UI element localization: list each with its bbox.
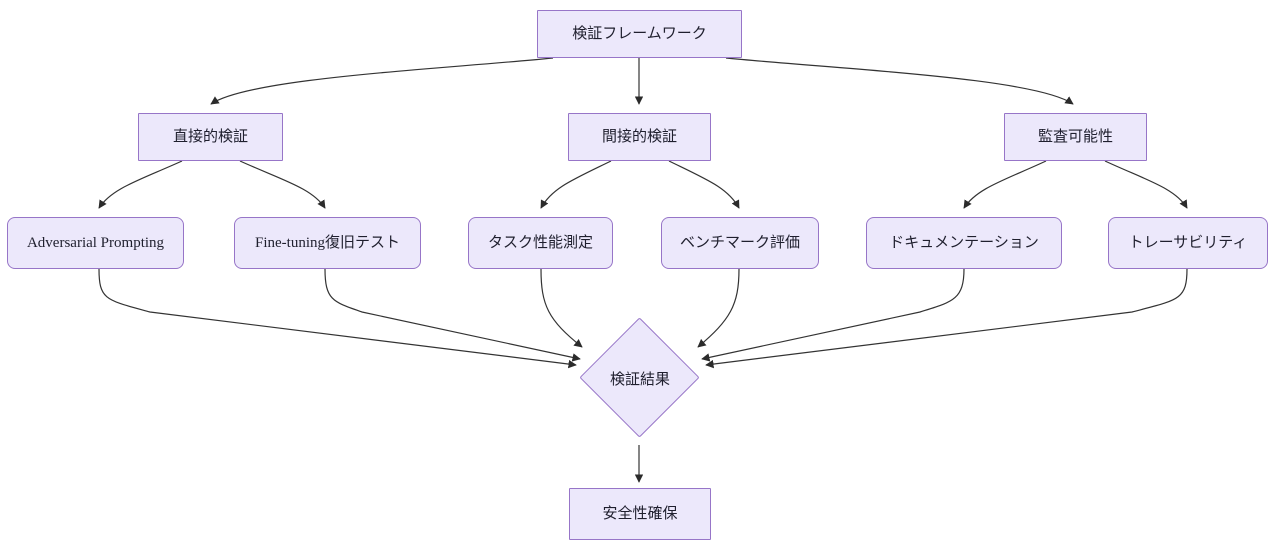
node-finetuning-recovery-test-label: Fine-tuning復旧テスト: [255, 235, 400, 251]
node-traceability[interactable]: トレーサビリティ: [1108, 217, 1268, 269]
node-task-performance-measurement[interactable]: タスク性能測定: [468, 217, 613, 269]
node-documentation[interactable]: ドキュメンテーション: [866, 217, 1062, 269]
node-benchmark-evaluation-label: ベンチマーク評価: [679, 235, 800, 251]
node-auditability[interactable]: 監査可能性: [1004, 113, 1147, 161]
edge-root-audit: [725, 57, 1074, 105]
node-safety-assurance[interactable]: 安全性確保: [569, 488, 711, 540]
node-documentation-label: ドキュメンテーション: [889, 235, 1039, 251]
node-auditability-label: 監査可能性: [1037, 129, 1113, 145]
node-verification-result-label: 検証結果: [575, 365, 705, 391]
edge-audit-doc: [963, 160, 1047, 209]
edge-fine-result: [324, 268, 581, 362]
node-direct-verification[interactable]: 直接的検証: [138, 113, 283, 161]
node-adversarial-prompting[interactable]: Adversarial Prompting: [7, 217, 184, 269]
node-direct-verification-label: 直接的検証: [172, 129, 248, 145]
edge-trace-result: [705, 268, 1188, 369]
edge-audit-trace: [1104, 160, 1188, 209]
edge-doc-result: [701, 268, 965, 362]
node-indirect-verification[interactable]: 間接的検証: [568, 113, 711, 161]
node-finetuning-recovery-test[interactable]: Fine-tuning復旧テスト: [234, 217, 421, 269]
edge-indirect-bench: [668, 160, 740, 209]
edge-bench-result: [697, 268, 740, 348]
node-task-performance-measurement-label: タスク性能測定: [487, 235, 593, 251]
edge-root-direct: [210, 57, 554, 105]
edge-task-result: [540, 268, 583, 348]
edge-indirect-task: [540, 160, 612, 209]
node-verification-result-text: 検証結果: [609, 371, 670, 388]
node-adversarial-prompting-label: Adversarial Prompting: [26, 235, 165, 251]
node-root-label: 検証フレームワーク: [572, 26, 707, 42]
node-root[interactable]: 検証フレームワーク: [537, 10, 742, 58]
edge-direct-adv: [98, 160, 183, 209]
node-benchmark-evaluation[interactable]: ベンチマーク評価: [661, 217, 819, 269]
edge-direct-fine: [239, 160, 326, 209]
node-traceability-label: トレーサビリティ: [1128, 235, 1248, 251]
node-indirect-verification-label: 間接的検証: [601, 129, 677, 145]
edge-adv-result: [98, 268, 577, 369]
node-safety-assurance-label: 安全性確保: [602, 506, 678, 522]
